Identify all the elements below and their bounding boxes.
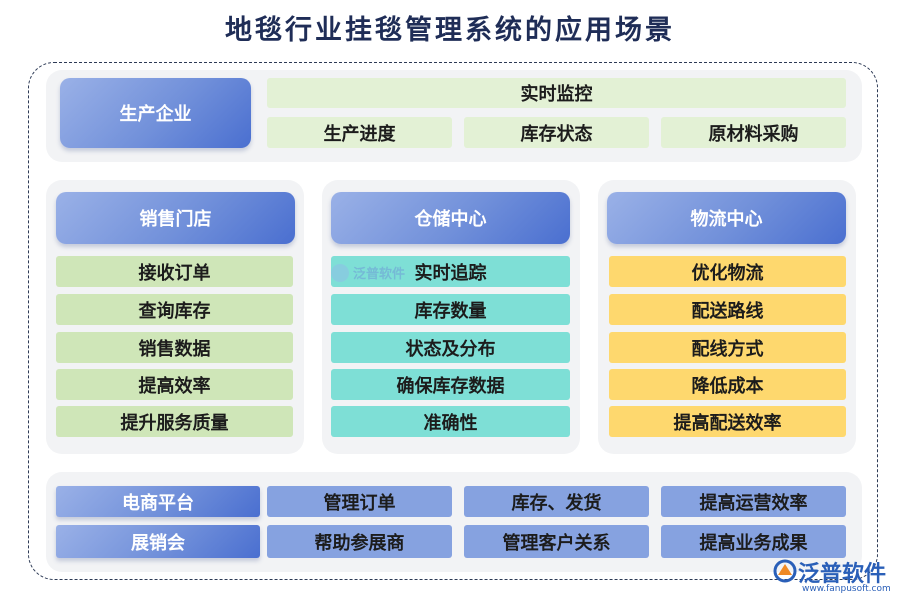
diagram-title: 地毯行业挂毯管理系统的应用场景 <box>225 15 675 46</box>
logistics-item: 优化物流 <box>609 256 846 287</box>
watermark: 泛普软件 <box>331 263 405 282</box>
exhibition-item: 帮助参展商 <box>267 525 452 558</box>
exhibition-item: 提高业务成果 <box>661 525 846 558</box>
ecommerce-item: 库存、发货 <box>464 486 649 517</box>
logistics-item: 提高配送效率 <box>609 406 846 437</box>
warehouse-item: 状态及分布 <box>331 332 570 363</box>
warehouse-item: 库存数量 <box>331 294 570 325</box>
warehouse-header: 仓储中心 <box>331 192 570 244</box>
sales-store-item: 查询库存 <box>56 294 293 325</box>
warehouse-item: 实时追踪 <box>331 256 570 287</box>
realtime-monitor-banner: 实时监控 <box>267 78 846 108</box>
brand-url: www.fanpusoft.com <box>802 584 891 594</box>
exhibition-header: 展销会 <box>56 525 260 558</box>
logistics-header: 物流中心 <box>607 192 846 244</box>
sales-store-item: 接收订单 <box>56 256 293 287</box>
production-enterprise-header: 生产企业 <box>60 78 251 148</box>
ecommerce-item: 提高运营效率 <box>661 486 846 517</box>
warehouse-item: 准确性 <box>331 406 570 437</box>
sales-store-item: 提高效率 <box>56 369 293 400</box>
sales-store-item: 销售数据 <box>56 332 293 363</box>
outer-dashed-frame <box>28 62 878 580</box>
ecommerce-header: 电商平台 <box>56 486 260 517</box>
logistics-item: 配线方式 <box>609 332 846 363</box>
exhibition-item: 管理客户关系 <box>464 525 649 558</box>
sales-store-item: 提升服务质量 <box>56 406 293 437</box>
brand-name: 泛普软件 <box>798 562 887 587</box>
logistics-item: 降低成本 <box>609 369 846 400</box>
brand-logo: 泛普软件 www.fanpusoft.com <box>772 556 896 596</box>
production-item: 原材料采购 <box>661 117 846 148</box>
logistics-item: 配送路线 <box>609 294 846 325</box>
brand-logo-icon <box>773 559 797 583</box>
watermark-logo-icon <box>331 263 349 282</box>
production-item: 生产进度 <box>267 117 452 148</box>
sales-store-header: 销售门店 <box>56 192 295 244</box>
production-item: 库存状态 <box>464 117 649 148</box>
watermark-text: 泛普软件 <box>353 267 406 282</box>
ecommerce-item: 管理订单 <box>267 486 452 517</box>
warehouse-item: 确保库存数据 <box>331 369 570 400</box>
